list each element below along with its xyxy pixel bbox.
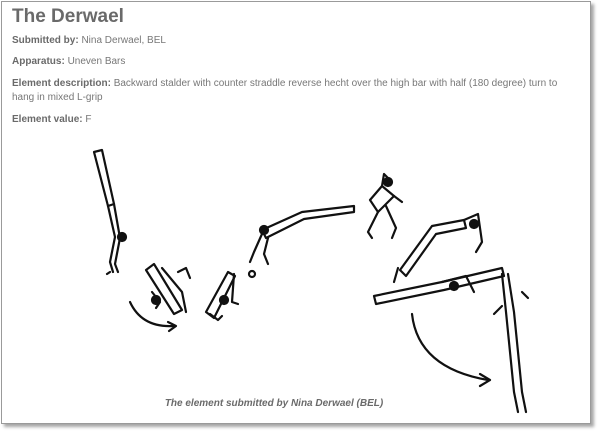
page-title: The Derwael bbox=[12, 6, 124, 27]
description-value: Backward stalder with counter straddle r… bbox=[12, 78, 558, 103]
description-label: Element description: bbox=[12, 78, 111, 89]
element-sequence-illustration bbox=[92, 148, 530, 414]
apparatus-value: Uneven Bars bbox=[67, 56, 126, 67]
figure-caption: The element submitted by Nina Derwael (B… bbox=[164, 398, 384, 409]
apparatus-row: Apparatus: Uneven Bars bbox=[12, 55, 582, 69]
submitted-by-label: Submitted by: bbox=[12, 35, 79, 46]
element-card: The Derwael Submitted by: Nina Derwael, … bbox=[1, 1, 591, 424]
gymnast-figure-1 bbox=[92, 148, 128, 276]
gymnast-figure-5 bbox=[366, 172, 404, 240]
submitted-by-value: Nina Derwael, BEL bbox=[81, 35, 166, 46]
description-row: Element description: Backward stalder wi… bbox=[12, 77, 582, 105]
element-value-label: Element value: bbox=[12, 114, 83, 125]
submitted-by-row: Submitted by: Nina Derwael, BEL bbox=[12, 34, 582, 48]
element-value-value: F bbox=[85, 114, 92, 125]
apparatus-label: Apparatus: bbox=[12, 56, 65, 67]
gymnast-figure-4 bbox=[248, 204, 356, 266]
gymnast-figure-7 bbox=[372, 266, 530, 414]
gymnast-figure-3 bbox=[204, 269, 257, 322]
gymnast-figure-2 bbox=[128, 262, 192, 333]
element-value-row: Element value: F bbox=[12, 113, 582, 127]
rotation-arrow bbox=[410, 312, 492, 388]
gymnast-figure-6 bbox=[392, 212, 484, 284]
